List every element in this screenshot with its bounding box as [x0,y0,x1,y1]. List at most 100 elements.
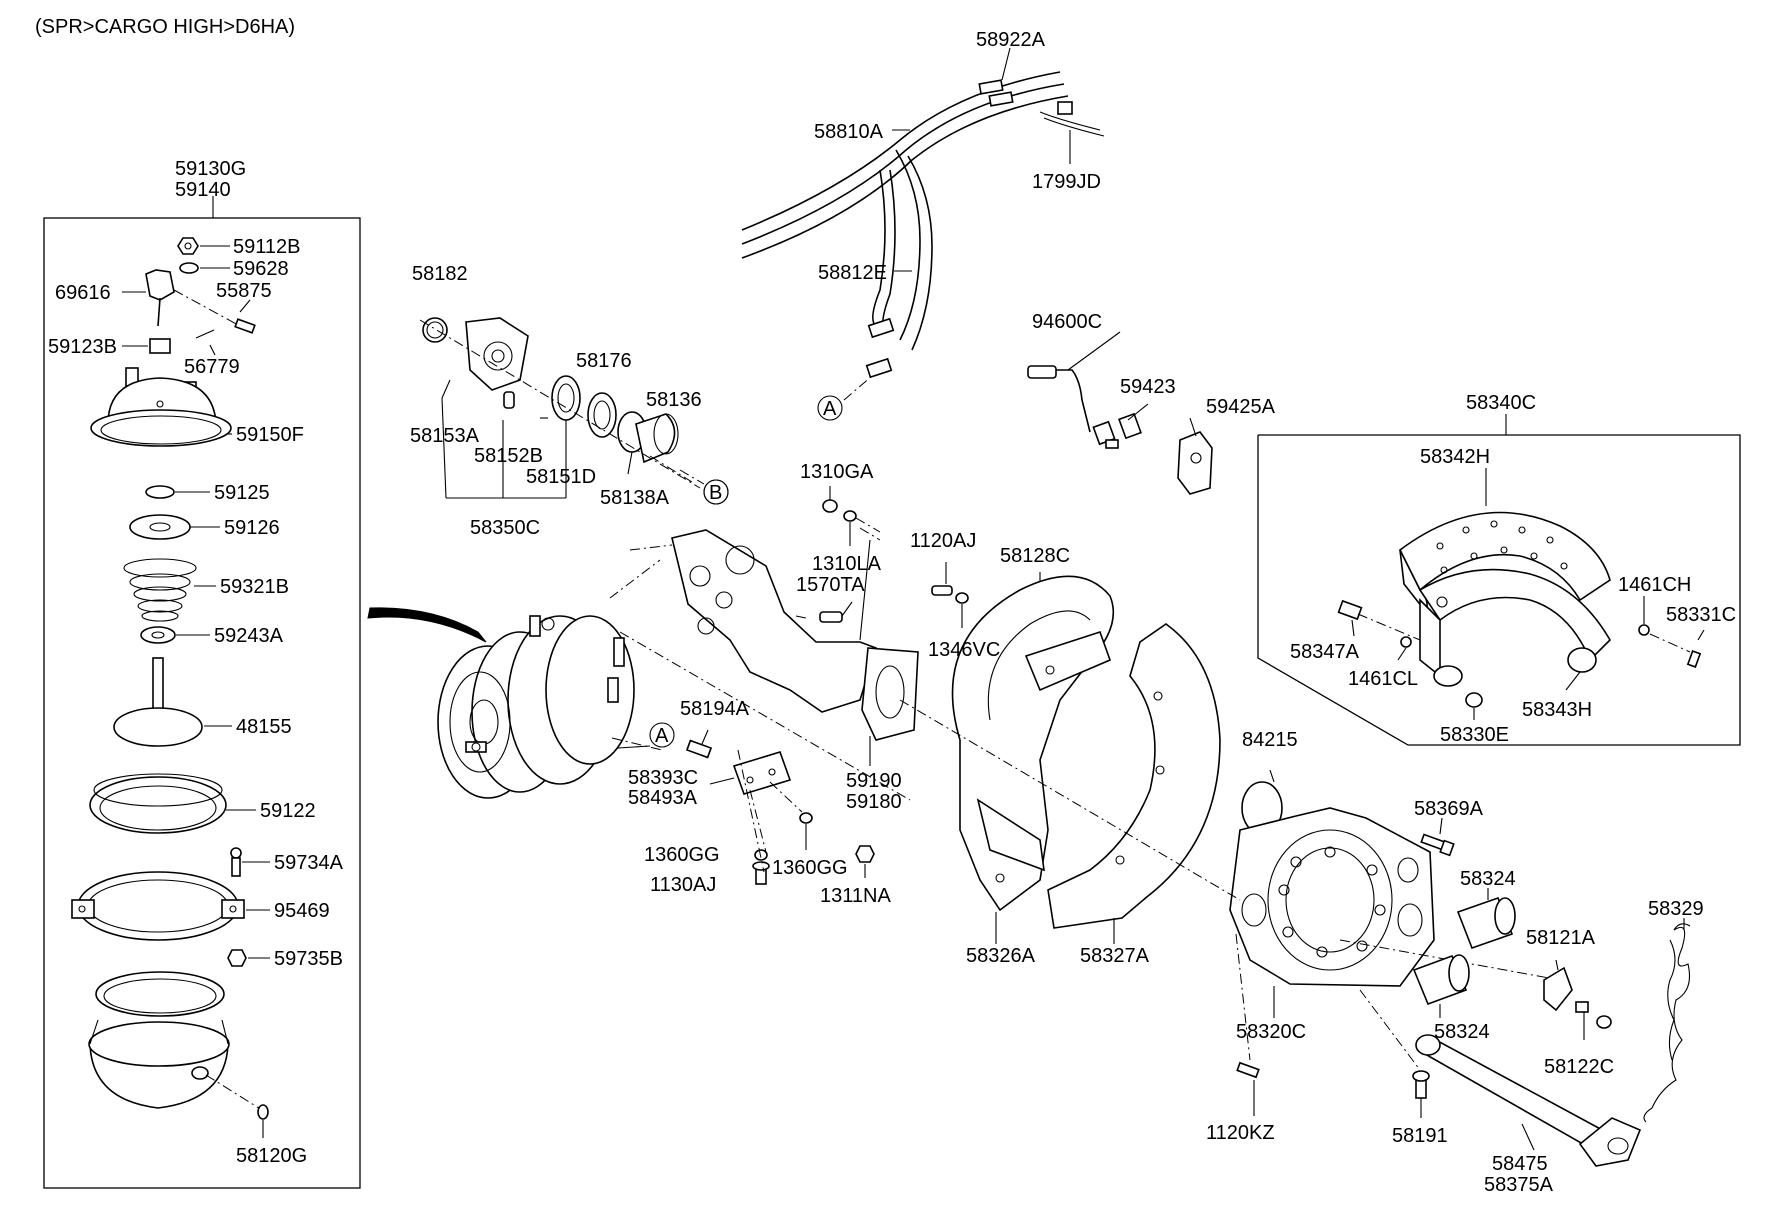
part-label-1799JD[interactable]: 1799JD [1032,171,1101,193]
pressure-plate [113,707,203,747]
part-label-84215[interactable]: 84215 [1242,729,1298,751]
clevis-shape [145,269,175,301]
part-label-58121A[interactable]: 58121A [1526,927,1596,949]
brake-spider [1229,807,1435,987]
part-label-58326A[interactable]: 58326A [966,945,1036,967]
part-label-58331C[interactable]: 58331C [1666,604,1736,626]
part-label-1360GG-a[interactable]: 1360GG [644,844,720,866]
part-label-58330E[interactable]: 58330E [1440,724,1509,746]
part-label-58922A[interactable]: 58922A [976,29,1046,51]
part-label-48155[interactable]: 48155 [236,716,292,738]
chamber-assembly-group: 59130G 59140 [43,158,361,1189]
air-hoses [741,71,1069,379]
group-code-59130G[interactable]: 59130G [175,158,246,180]
ref-callout-b-right[interactable] [703,479,729,505]
part-label-95469[interactable]: 95469 [274,900,330,922]
part-label-58122C[interactable]: 58122C [1544,1056,1614,1078]
pointer-arrow [367,607,487,643]
part-label-58475[interactable]: 58475 [1492,1153,1548,1175]
group-code-58340C[interactable]: 58340C [1466,392,1536,414]
group-code-58350C[interactable]: 58350C [470,517,540,539]
part-label-58343H[interactable]: 58343H [1522,699,1592,721]
ref-callout-a-lower[interactable] [649,722,675,748]
return-spring [123,558,197,622]
part-label-58324-b[interactable]: 58324 [1434,1021,1490,1043]
part-label-1310LA[interactable]: 1310LA [812,553,882,575]
part-label-58120G[interactable]: 58120G [236,1145,307,1167]
part-label-59321B[interactable]: 59321B [220,576,289,598]
part-label-1461CH[interactable]: 1461CH [1618,574,1691,596]
part-label-59180[interactable]: 59180 [846,791,902,813]
part-label-58191[interactable]: 58191 [1392,1125,1448,1147]
clamp-band [77,871,239,941]
part-label-1346VC[interactable]: 1346VC [928,639,1000,661]
part-label-59126[interactable]: 59126 [224,517,280,539]
ref-b-upper: B [709,482,722,504]
part-label-58810A[interactable]: 58810A [814,121,884,143]
part-label-59123B[interactable]: 59123B [48,336,117,358]
part-label-58194A[interactable]: 58194A [680,698,750,720]
part-label-58327A[interactable]: 58327A [1080,945,1150,967]
part-label-58182[interactable]: 58182 [412,263,468,285]
part-label-94600C[interactable]: 94600C [1032,311,1102,333]
part-label-59734A[interactable]: 59734A [274,852,344,874]
part-label-59190[interactable]: 59190 [846,770,902,792]
part-label-58329[interactable]: 58329 [1648,898,1704,920]
part-label-58369A[interactable]: 58369A [1414,798,1484,820]
part-label-58812E[interactable]: 58812E [818,262,887,284]
part-label-59243A[interactable]: 59243A [214,625,284,647]
lining-holes [1436,520,1568,574]
part-label-58138A[interactable]: 58138A [600,487,670,509]
part-label-58153A[interactable]: 58153A [410,425,480,447]
camshaft [1415,1034,1642,1167]
group-code-59140[interactable]: 59140 [175,179,231,201]
part-label-58176[interactable]: 58176 [576,350,632,372]
nut-shape [177,237,199,255]
shoe-return-spring [1643,923,1691,1123]
part-label-59423[interactable]: 59423 [1120,376,1176,398]
part-label-58152B[interactable]: 58152B [474,445,543,467]
part-label-56779[interactable]: 56779 [184,356,240,378]
bushing-lower [1412,954,1470,1006]
part-label-1570TA[interactable]: 1570TA [796,574,865,596]
part-label-1310GA[interactable]: 1310GA [800,461,874,483]
brake-lining [1398,511,1611,602]
part-label-59150F[interactable]: 59150F [236,424,304,446]
part-label-58324-a[interactable]: 58324 [1460,868,1516,890]
part-label-58347A[interactable]: 58347A [1290,641,1360,663]
part-label-58375A[interactable]: 58375A [1484,1174,1554,1196]
part-label-58393C[interactable]: 58393C [628,767,698,789]
part-label-1120KZ[interactable]: 1120KZ [1206,1122,1275,1144]
part-label-58493A[interactable]: 58493A [628,787,698,809]
washer-shape [179,262,199,274]
part-label-1311NA[interactable]: 1311NA [820,885,891,907]
bracket-kit-group [422,317,679,499]
part-label-58136[interactable]: 58136 [646,389,702,411]
brake-chamber [437,615,635,799]
dust-shield [1047,623,1221,929]
part-label-59125[interactable]: 59125 [214,482,270,504]
part-label-1461CL[interactable]: 1461CL [1348,668,1418,690]
part-label-1360GG-b[interactable]: 1360GG [772,857,848,879]
part-label-55875[interactable]: 55875 [216,280,272,302]
part-label-59122[interactable]: 59122 [260,800,316,822]
brake-shoe-kit-group: 58340C 58342H 1461CH 58331C 58347A 1461C… [1257,392,1741,746]
part-label-69616[interactable]: 69616 [55,282,111,304]
part-label-58151D[interactable]: 58151D [526,466,596,488]
breadcrumb: (SPR>CARGO HIGH>D6HA) [35,16,295,38]
part-label-59628[interactable]: 59628 [233,258,289,280]
brake-shoe [1418,568,1611,662]
bushing-upper [1456,896,1516,950]
ref-a-upper: A [823,398,837,420]
part-label-1120AJ[interactable]: 1120AJ [910,530,976,552]
part-label-59112B[interactable]: 59112B [233,236,300,258]
part-label-58128C[interactable]: 58128C [1000,545,1070,567]
part-label-1130AJ[interactable]: 1130AJ [650,874,716,896]
part-label-59735B[interactable]: 59735B [274,948,343,970]
part-label-58320C[interactable]: 58320C [1236,1021,1306,1043]
ref-a-lower: A [655,725,669,747]
backing-plate [951,575,1115,912]
part-label-58342H[interactable]: 58342H [1420,446,1490,468]
part-label-59425A[interactable]: 59425A [1206,396,1276,418]
